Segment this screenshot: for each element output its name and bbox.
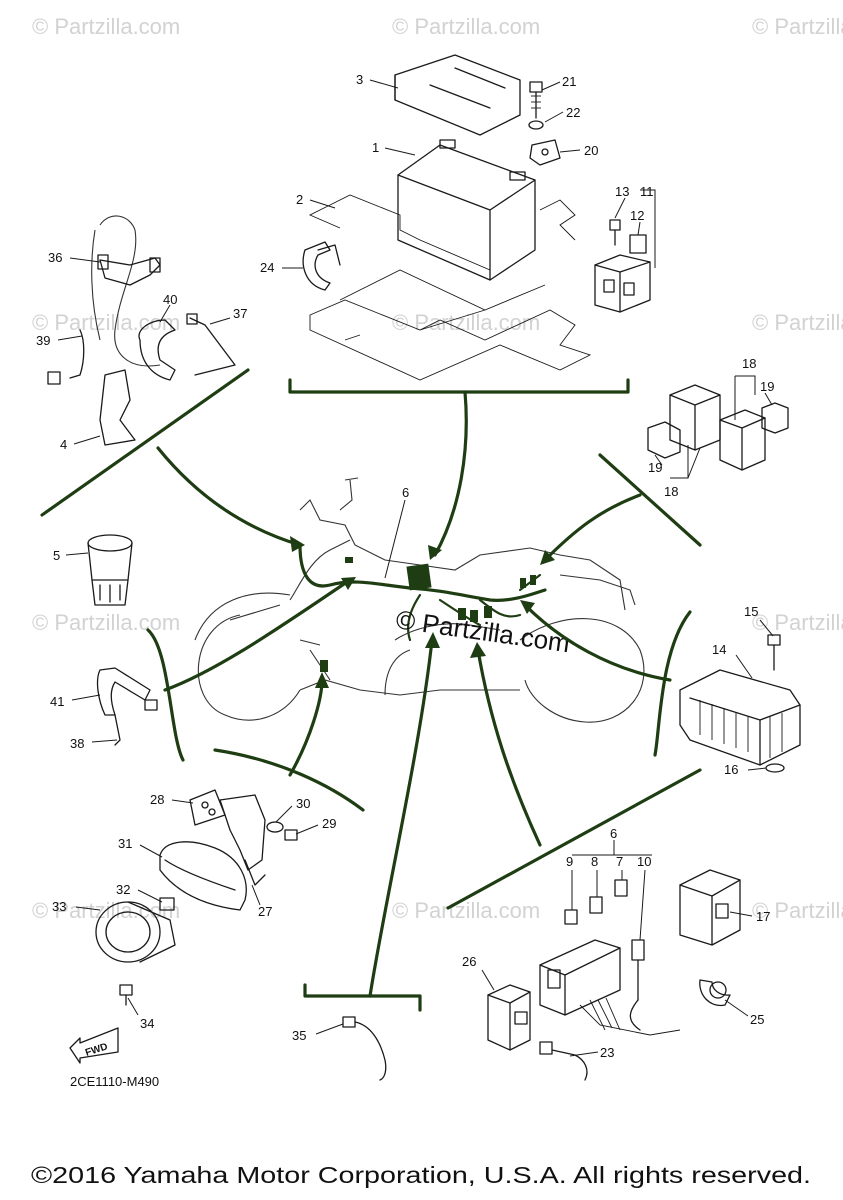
part-label: 13 (615, 184, 629, 199)
part-label: 26 (462, 954, 476, 969)
left-upper-group (47, 215, 236, 446)
part-label: 10 (637, 854, 651, 869)
watermark: © Partzilla.com (32, 14, 180, 39)
part-label: 17 (756, 909, 770, 924)
part-label: 9 (566, 854, 573, 869)
watermark: © Partzilla.com (32, 610, 180, 635)
part-label: 7 (616, 854, 623, 869)
part-labels: 3 1 2 24 21 22 20 13 11 12 36 40 37 39 4… (36, 72, 774, 1060)
leader-lines (57, 79, 774, 1057)
watermark: © Partzilla.com (32, 310, 180, 335)
part-label: 6 (402, 485, 409, 500)
watermark: © Partzilla.com (752, 610, 843, 635)
part-label: 34 (140, 1016, 154, 1031)
part-label: 2 (296, 192, 303, 207)
diagram-code: 2CE1110-M490 (70, 1074, 159, 1089)
part-label: 16 (724, 762, 738, 777)
relay-group (647, 384, 789, 471)
part-label: 32 (116, 882, 130, 897)
part-label: 31 (118, 836, 132, 851)
part-label: 21 (562, 74, 576, 89)
part-label: 36 (48, 250, 62, 265)
watermark: © Partzilla.com (752, 898, 843, 923)
part-label: 14 (712, 642, 726, 657)
part-label: 28 (150, 792, 164, 807)
part-label: 8 (591, 854, 598, 869)
part-label: 27 (258, 904, 272, 919)
watermark: © Partzilla.com (392, 898, 540, 923)
part-label: 23 (600, 1045, 614, 1060)
battery-group (302, 54, 592, 381)
part-label: 18 (742, 356, 756, 371)
fwd-arrow-icon: FWD (69, 1027, 119, 1064)
part-label: 35 (292, 1028, 306, 1043)
watermarks: © Partzilla.com © Partzilla.com © Partzi… (32, 14, 843, 923)
part-label: 15 (744, 604, 758, 619)
part-label: 11 (640, 184, 654, 199)
part-label: 25 (750, 1012, 764, 1027)
fwd-label: FWD (84, 1041, 109, 1059)
watermark: © Partzilla.com (752, 14, 843, 39)
part-label: 4 (60, 437, 67, 452)
motorcycle-outline (194, 477, 645, 723)
watermark: © Partzilla.com (392, 310, 540, 335)
part-label: 19 (760, 379, 774, 394)
part-label: 30 (296, 796, 310, 811)
watermark: © Partzilla.com (392, 14, 540, 39)
center-watermark: © Partzilla.com (394, 604, 572, 658)
part-label: 5 (53, 548, 60, 563)
part-label: 22 (566, 105, 580, 120)
part-label: 24 (260, 260, 274, 275)
part-label: 39 (36, 333, 50, 348)
part-label: 38 (70, 736, 84, 751)
starter-relay-group (594, 219, 651, 313)
part-label: 33 (52, 899, 66, 914)
part-label: 3 (356, 72, 363, 87)
part-label: 12 (630, 208, 644, 223)
watermark: © Partzilla.com (752, 310, 843, 335)
rectifier-group (679, 634, 801, 773)
copyright-notice: ©2016 Yamaha Motor Corporation, U.S.A. A… (31, 1162, 811, 1188)
left-mid-group (87, 534, 158, 746)
part-label: 1 (372, 140, 379, 155)
part-label: 40 (163, 292, 177, 307)
part-label: 20 (584, 143, 598, 158)
group-brackets (40, 368, 702, 1012)
part-label: 41 (50, 694, 64, 709)
part-label: 29 (322, 816, 336, 831)
headlight-group: FWD (69, 789, 298, 1064)
part-label: 6 (610, 826, 617, 841)
cable-tie-group (342, 1016, 387, 1081)
part-label: 37 (233, 306, 247, 321)
part-label: 18 (664, 484, 678, 499)
part-label: 19 (648, 460, 662, 475)
wire-harness: © Partzilla.com (298, 543, 572, 672)
